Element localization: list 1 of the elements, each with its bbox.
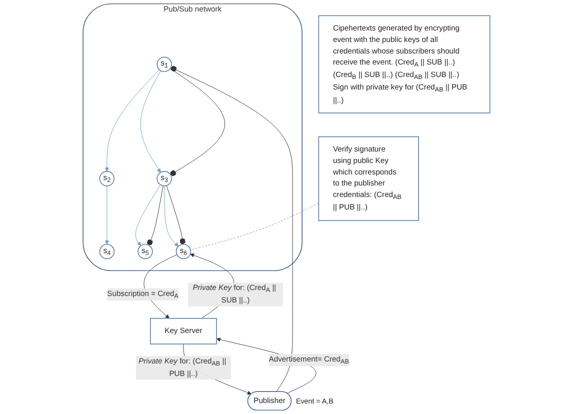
connector (190, 202, 319, 250)
